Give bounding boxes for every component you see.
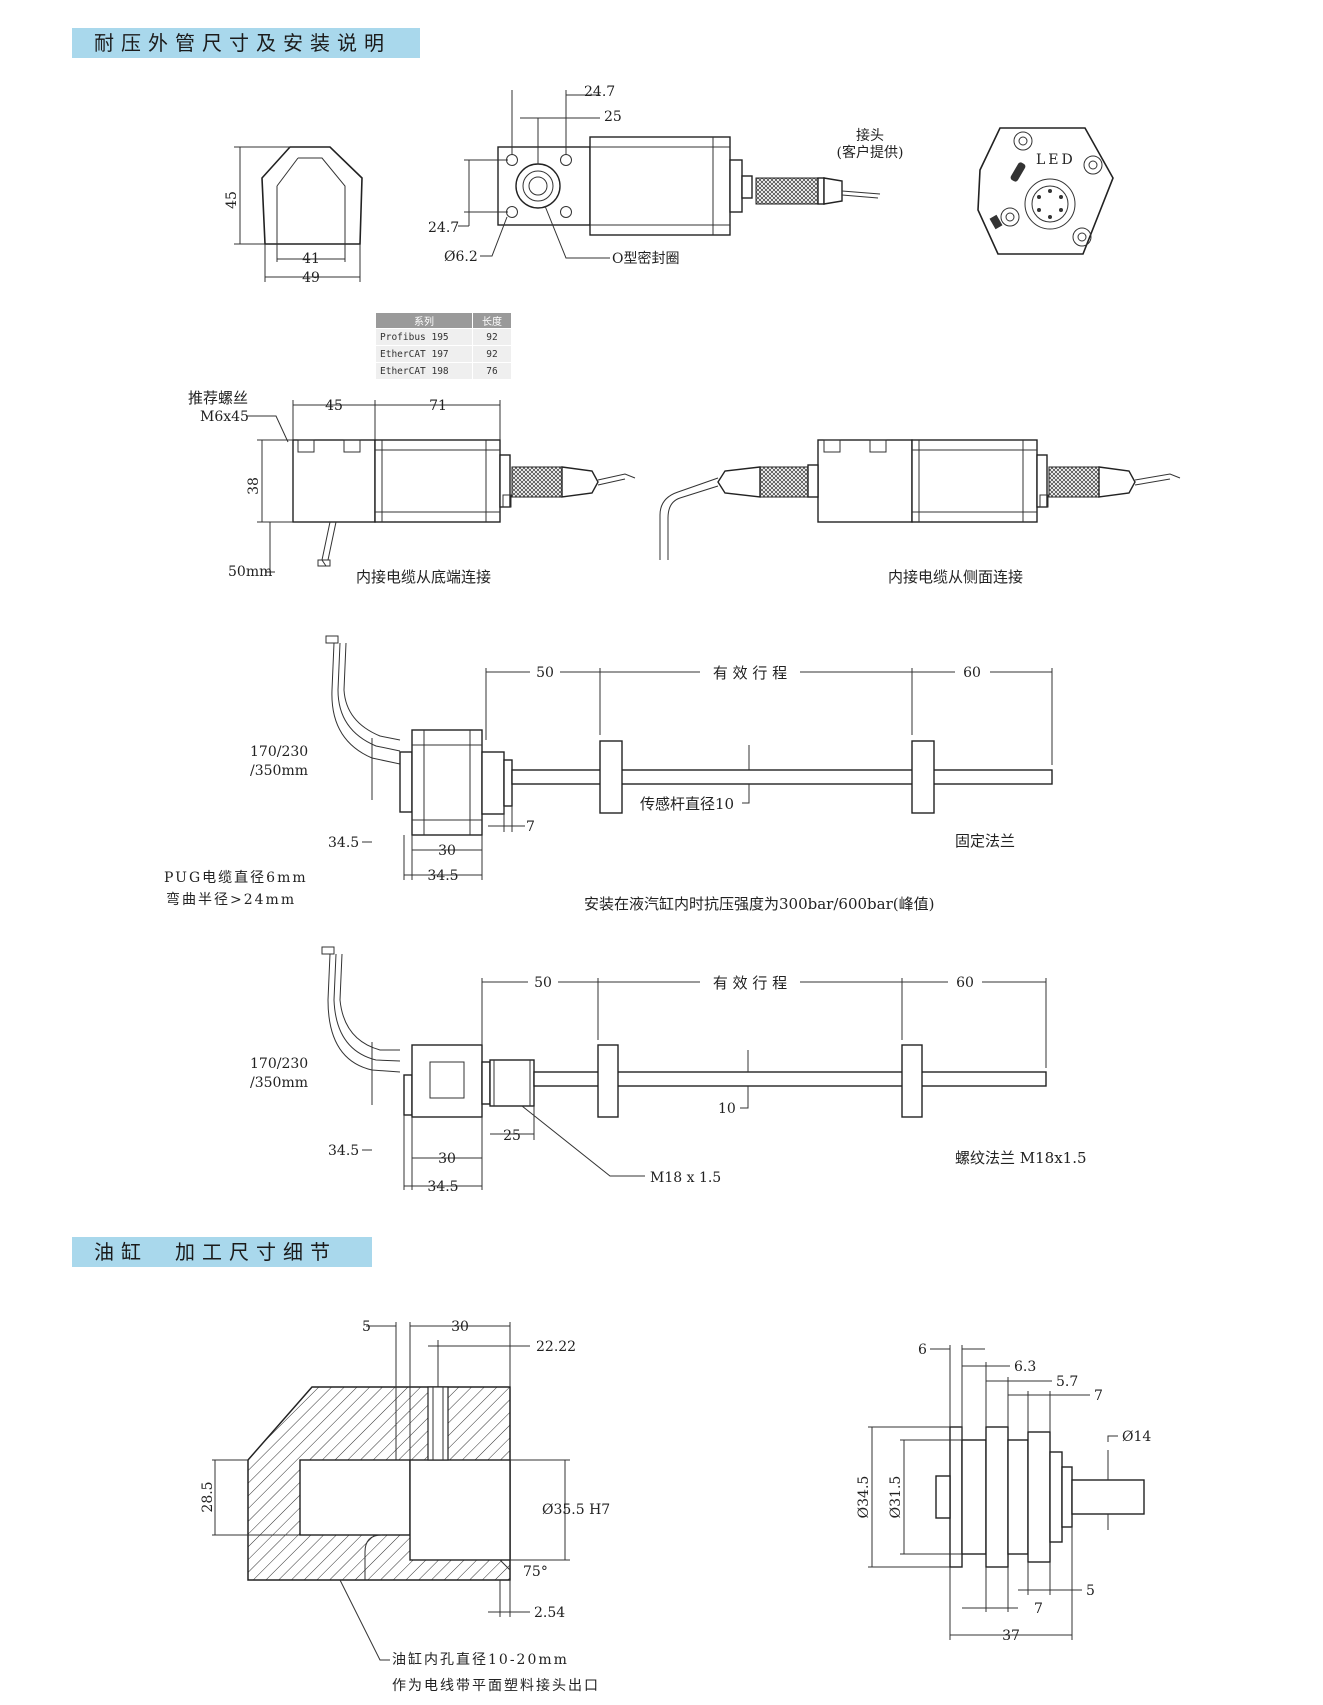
dim-label: 34.5 <box>427 1179 458 1195</box>
series-name: EtherCAT 198 <box>375 362 473 380</box>
cable-label: /350mm <box>250 763 308 779</box>
connector-label: 接头 <box>856 127 884 144</box>
dim-label: 5.7 <box>1056 1374 1078 1390</box>
dim-label: 49 <box>302 270 320 286</box>
cable-label: 170/230 <box>250 1056 308 1072</box>
series-length: 76 <box>472 362 512 380</box>
table-row: EtherCAT 197 92 <box>375 345 512 363</box>
side-view: 24.7 25 24.7 Ø6.2 O型密封圈 接头 (客户提供) <box>428 84 903 267</box>
led-label: LED <box>1036 152 1076 168</box>
dim-label: 6 <box>918 1342 927 1358</box>
caption-side: 内接电缆从侧面连接 <box>888 568 1023 586</box>
dim-label: 60 <box>956 975 974 991</box>
dim-label: 30 <box>451 1319 469 1335</box>
flange-detail: 6 6.3 5.7 7 Ø14 Ø34.5 Ø31.5 5 7 37 <box>856 1342 1151 1644</box>
note-label: 油缸内孔直径10-20mm <box>392 1651 569 1668</box>
dim-label: 34.5 <box>328 1143 359 1159</box>
table-row: EtherCAT 198 76 <box>375 362 512 380</box>
dim-label: 5 <box>362 1319 371 1335</box>
housing-bottom-view: 45 71 38 50mm 推荐螺丝 M6x45 内接电缆从底端连接 <box>188 389 636 586</box>
dim-label: 37 <box>1002 1628 1020 1644</box>
dim-label: 22.22 <box>536 1339 576 1355</box>
table-header-series: 系列 <box>375 312 473 329</box>
cable-label: /350mm <box>250 1075 308 1091</box>
dim-label: 60 <box>963 665 981 681</box>
connector-label: (客户提供) <box>837 144 904 161</box>
dim-label: Ø34.5 <box>856 1476 872 1519</box>
dim-label: 41 <box>302 251 320 267</box>
sensor-1: 50 有 效 行 程 60 传感杆直径10 170/230 /350mm 7 3… <box>164 635 1053 913</box>
housing-side-view: 内接电缆从侧面连接 <box>659 439 1181 586</box>
dim-label: 24.7 <box>584 84 615 100</box>
series-length: 92 <box>472 345 512 363</box>
flange-label: 螺纹法兰 M18x1.5 <box>955 1149 1087 1167</box>
series-table: 系列 长度 Profibus 195 92 EtherCAT 197 92 Et… <box>375 312 512 380</box>
caption-bottom: 内接电缆从底端连接 <box>356 568 491 586</box>
dim-label: 45 <box>325 398 343 414</box>
dim-label: 50 <box>536 665 554 681</box>
front-view: 45 41 49 <box>224 146 363 286</box>
dim-label: Ø6.2 <box>444 249 478 265</box>
stroke-label: 有 效 行 程 <box>713 664 787 682</box>
dim-label: 7 <box>1034 1601 1043 1617</box>
section-title: 耐压外管尺寸及安装说明 <box>94 31 391 55</box>
dim-label: 71 <box>429 398 447 414</box>
dim-label: 10 <box>718 1101 736 1117</box>
section-title: 油缸 加工尺寸细节 <box>94 1240 337 1264</box>
dim-label: 6.3 <box>1014 1359 1036 1375</box>
cable-label: 170/230 <box>250 744 308 760</box>
dim-label: Ø35.5 H7 <box>542 1502 610 1518</box>
dim-label: 34.5 <box>328 835 359 851</box>
stroke-label: 有 效 行 程 <box>713 974 787 992</box>
dim-label: 45 <box>224 191 240 209</box>
dim-label: 7 <box>1094 1388 1103 1404</box>
rod-label: 传感杆直径10 <box>640 795 734 813</box>
dim-label: 28.5 <box>200 1481 216 1512</box>
cylinder-section: 5 30 22.22 28.5 Ø35.5 H7 75° 2.54 油缸内孔直径… <box>200 1319 610 1694</box>
dim-label: 30 <box>438 1151 456 1167</box>
section-header-bottom: 油缸 加工尺寸细节 <box>72 1237 372 1267</box>
note-label: 作为电线带平面塑料接头出口 <box>392 1677 600 1694</box>
pug-label: 弯曲半径>24mm <box>166 891 296 908</box>
screw-label: 推荐螺丝 <box>188 389 248 407</box>
dim-label: 25 <box>604 109 622 125</box>
dim-label: 50mm <box>228 564 272 580</box>
angle-label: 75° <box>523 1564 548 1580</box>
dim-label: 34.5 <box>427 868 458 884</box>
seal-label: O型密封圈 <box>612 250 679 267</box>
connector-end-view: LED <box>977 127 1114 255</box>
pug-label: PUG电缆直径6mm <box>164 869 308 886</box>
dim-label: 7 <box>526 819 535 835</box>
dim-label: 5 <box>1086 1583 1095 1599</box>
dim-label: 24.7 <box>428 220 459 236</box>
dim-label: Ø14 <box>1122 1429 1151 1445</box>
series-name: EtherCAT 197 <box>375 345 473 363</box>
pressure-note: 安装在液汽缸内时抗压强度为300bar/600bar(峰值) <box>584 895 934 913</box>
sensor-2: 50 有 效 行 程 60 10 170/230 /350mm 25 34.5 … <box>250 946 1087 1195</box>
screw-label: M6x45 <box>200 409 249 425</box>
dim-label: 38 <box>246 477 262 495</box>
dim-label: 50 <box>534 975 552 991</box>
section-header-top: 耐压外管尺寸及安装说明 <box>72 28 420 58</box>
dim-label: 25 <box>503 1128 521 1144</box>
table-header-row: 系列 长度 <box>375 312 512 329</box>
table-header-length: 长度 <box>472 312 512 329</box>
dim-label: Ø31.5 <box>888 1476 904 1519</box>
dim-label: 2.54 <box>534 1605 565 1621</box>
dim-label: 30 <box>438 843 456 859</box>
flange-label: 固定法兰 <box>955 832 1015 850</box>
thread-label: M18 x 1.5 <box>650 1170 721 1186</box>
